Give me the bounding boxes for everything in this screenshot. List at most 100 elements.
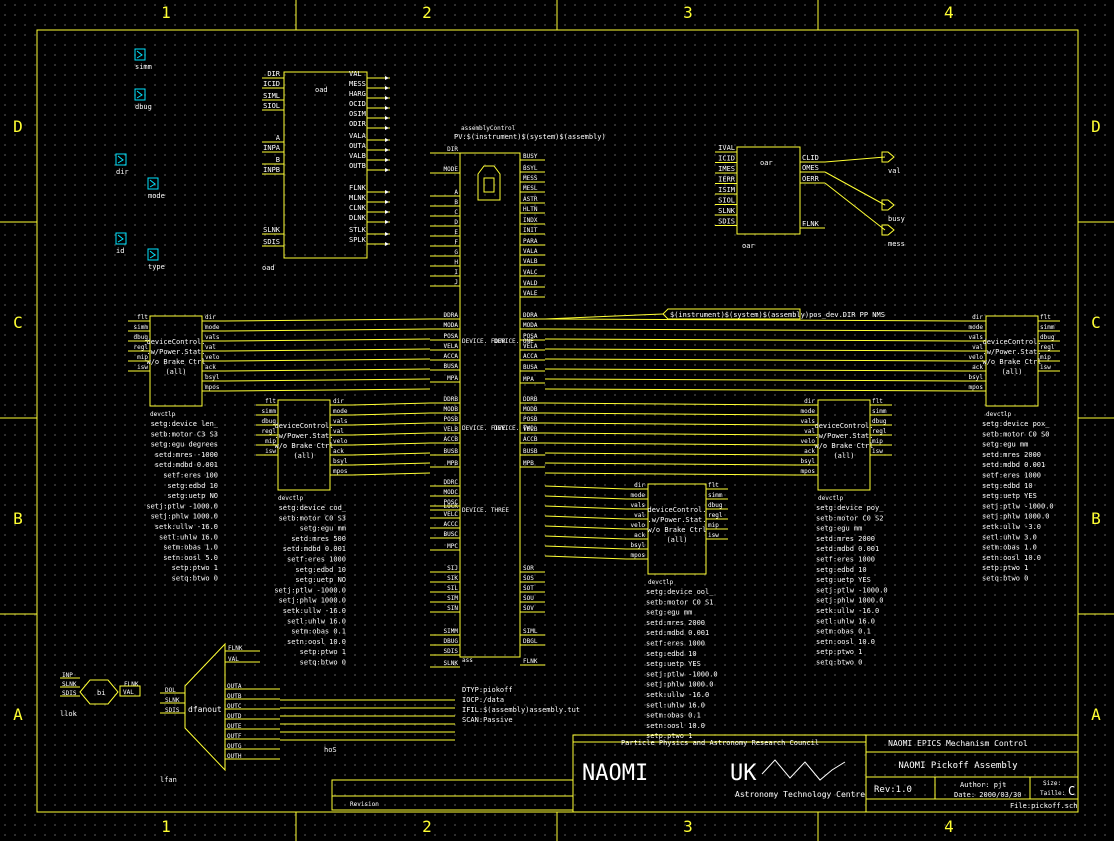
device-block-line: deviceControl. — [146, 338, 205, 346]
device-setting: setg:egu degrees — [151, 441, 218, 449]
pin-arrow-icon — [385, 148, 389, 152]
oar-block-name: oar — [760, 159, 773, 167]
device-setting: setm:obas 0.1 — [291, 628, 346, 636]
bus-wire — [544, 525, 627, 530]
bus-wire — [544, 485, 627, 490]
device-setting: setj:ptlw -1000.0 — [146, 502, 218, 510]
dfanout-pin-label: OUTE — [227, 723, 242, 730]
assembly-pin-label: SIN — [447, 605, 458, 612]
device-pin-label: dbug — [872, 418, 887, 425]
device-setting: setd:mres 2000 — [646, 619, 705, 627]
device-block-line: (all) — [666, 536, 687, 544]
assembly-pin-label: MODA — [523, 322, 538, 329]
assembly-pin-label: VALE — [523, 290, 538, 297]
device-pin-label: simm — [708, 492, 723, 499]
date-label: Date: 2000/03/30 — [954, 791, 1021, 799]
assembly-pin-label: MESS — [523, 175, 538, 182]
assembly-pin-label: MODE — [444, 166, 459, 173]
bi-pin-label: INP — [62, 672, 73, 679]
pin-arrow-icon — [385, 242, 389, 246]
device-pin-label: dir — [333, 398, 344, 405]
device-label: DEVICE. FOUR — [462, 338, 506, 345]
bus-wire — [544, 535, 627, 540]
device-pin-label: regl — [1040, 344, 1055, 351]
device-pin-label: dbug — [262, 418, 277, 425]
wire — [824, 182, 886, 231]
device-pin-label: val — [205, 344, 216, 351]
oar-block-footer: oar — [742, 242, 755, 250]
oar-pin-label: CLID — [802, 154, 819, 162]
device-pin-label: flt — [872, 398, 883, 405]
assembly-pin-label: POSA — [444, 333, 459, 340]
device-pin-label: vals — [969, 334, 984, 341]
bi-out-label: FLNK — [124, 681, 139, 688]
assembly-pin-label: SIML — [523, 628, 538, 635]
device-setting: setg:device pox_ — [982, 420, 1050, 428]
bus-wire — [544, 412, 797, 416]
zone-column-label: 4 — [944, 3, 954, 22]
device-pin-label: isw — [265, 448, 276, 455]
device-pin-label: mip — [137, 354, 148, 361]
assembly-pin-label: POSA — [523, 333, 538, 340]
device-pin-label: ack — [972, 364, 983, 371]
dfanout-pin-label: SLNK — [165, 697, 180, 704]
device-setting: setl:uhlw 16.0 — [646, 701, 705, 709]
oad-pin-label: B — [276, 156, 280, 164]
assembly-pin-label: VELB — [523, 426, 538, 433]
device-setting: setq:btwo 0 — [982, 575, 1028, 583]
pin-arrow-icon — [385, 220, 389, 224]
device-setting: setb:motor C0 S0 — [982, 430, 1049, 438]
device-setting: setg:device cod_ — [279, 504, 347, 512]
device-label: DEVICE. FIVE — [462, 425, 506, 432]
output-port-label: val — [888, 167, 901, 175]
assembly-pin-label: DDRB — [523, 396, 538, 403]
actuator-icon — [477, 165, 501, 201]
device-setting: setp:ptwo 1 — [982, 564, 1028, 572]
assembly-pin-label: VELC — [444, 511, 459, 518]
file-label: File:pickoff.sch — [1010, 802, 1077, 810]
device-label: DEVICE. TWO — [494, 425, 534, 432]
device-label: DEVICE. ONE — [494, 338, 534, 345]
device-setting: setg:uetp NO — [167, 492, 218, 500]
bus-wire — [544, 368, 965, 372]
bus-wire — [544, 472, 797, 476]
bus-wire — [544, 338, 965, 342]
bus-wire — [223, 358, 431, 362]
device-setting: setk:ullw -16.0 — [155, 523, 218, 531]
port-arrow-icon — [117, 234, 124, 243]
assembly-pin-label: DDRA — [444, 312, 459, 319]
oar-pin-label: SLNK — [718, 207, 736, 215]
bus-wire — [544, 545, 627, 550]
bus-wire — [351, 402, 431, 406]
oad-pin-label: VAL — [349, 70, 362, 78]
assembly-pin-label: BUSB — [444, 448, 459, 455]
output-port-icon — [881, 224, 895, 236]
device-pin-label: mip — [265, 438, 276, 445]
dfanout-pin-label: OUTG — [227, 743, 242, 750]
assembly-pin-label: J — [454, 279, 458, 286]
device-pin-label: bsyl — [205, 374, 220, 381]
device-setting: setb:motor C0 S1 — [646, 598, 713, 606]
dfanout-pin-label: OUTB — [227, 693, 242, 700]
hos-label: hoS — [324, 746, 337, 754]
bus-wire — [351, 462, 431, 466]
device-block-footer: devctlp — [818, 495, 844, 502]
assembly-pin-label: C — [454, 209, 458, 216]
dfanout-name: dfanout — [188, 705, 222, 714]
input-port-label: dbug — [135, 103, 152, 111]
bus-wire — [544, 348, 965, 352]
oar-pin-label: FLNK — [802, 220, 820, 228]
bus-wire — [544, 505, 627, 510]
oar-pin-label: ICID — [718, 155, 735, 163]
assembly-pin-label: SOU — [523, 595, 534, 602]
revision-label: Revision — [350, 801, 379, 808]
assembly-pin-label: DIR — [447, 146, 458, 153]
atc-label: Astronomy Technology Centre — [735, 790, 865, 799]
port-arrow-icon — [149, 179, 156, 188]
device-setting: setq:btwo 0 — [300, 659, 346, 667]
bi-footer: llok — [60, 710, 78, 718]
device-block-line: (all) — [833, 452, 854, 460]
assembly-pin-label: VELB — [444, 426, 459, 433]
input-port-label: id — [116, 247, 124, 255]
bi-pin-label: SLNK — [62, 681, 77, 688]
